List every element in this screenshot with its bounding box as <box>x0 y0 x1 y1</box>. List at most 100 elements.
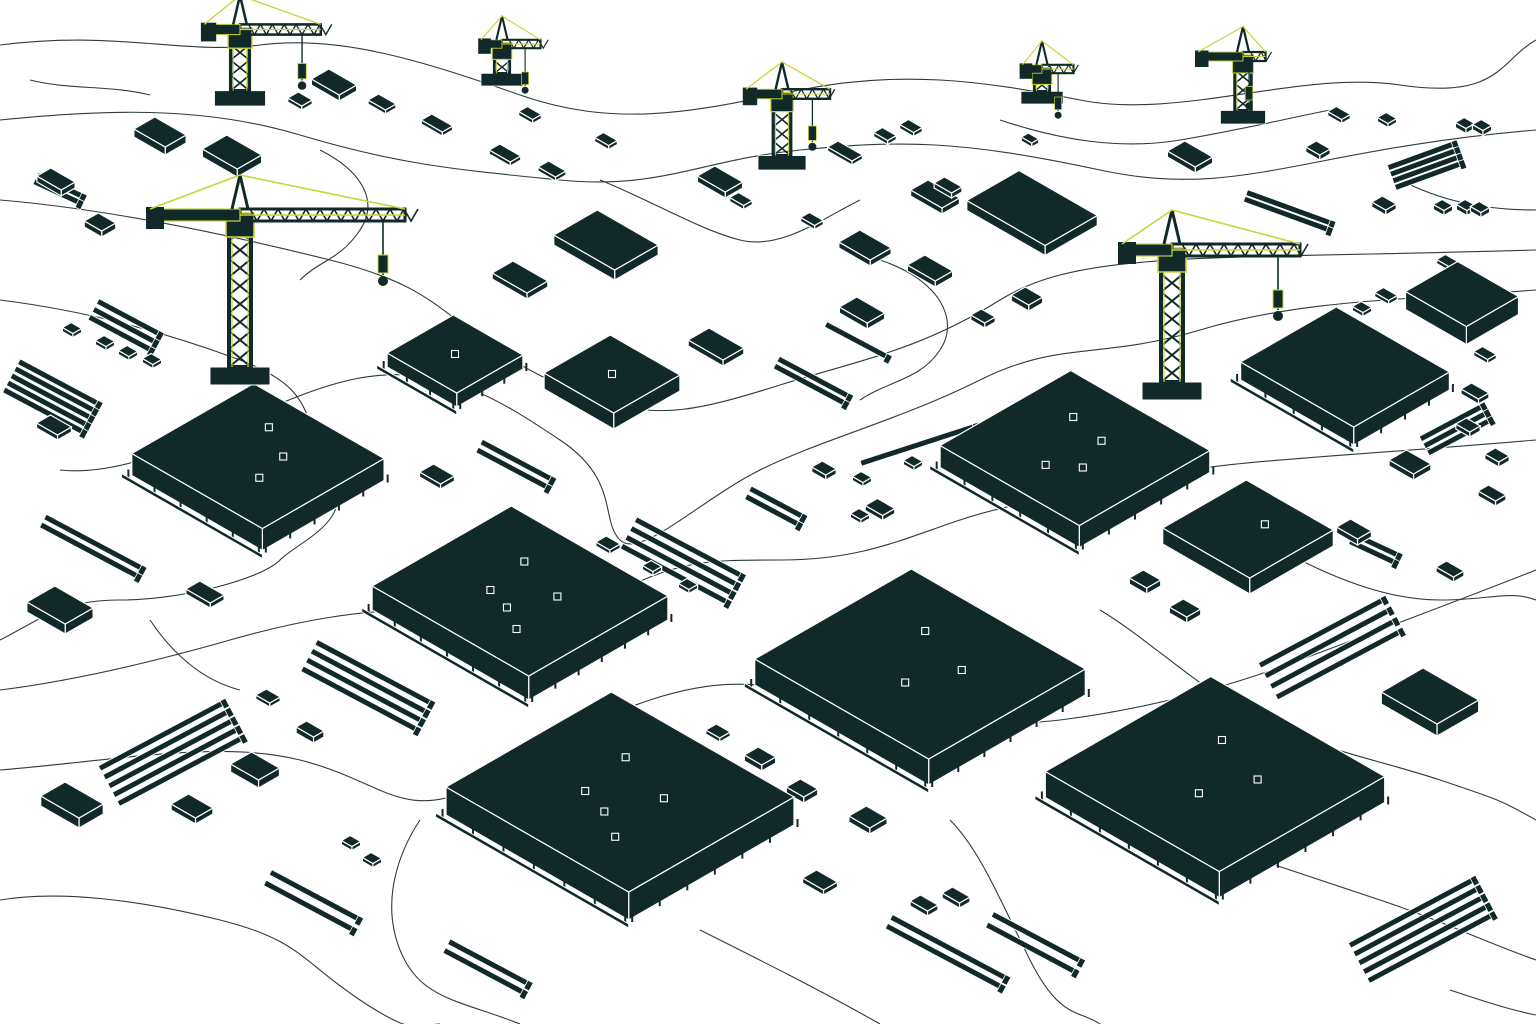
material-block <box>1469 200 1491 219</box>
crane-base <box>214 90 266 107</box>
box-face-top <box>908 894 940 912</box>
crane-base <box>480 73 524 87</box>
beam-end <box>1000 974 1012 986</box>
tower-cranes <box>146 0 1309 401</box>
concrete-foundation-slab <box>1161 479 1335 596</box>
box-face-top <box>169 793 215 819</box>
box-face-top <box>25 585 95 625</box>
crane-lattice <box>1033 65 1051 92</box>
box-face-top <box>902 454 924 468</box>
foundation-anchor-mark <box>1217 735 1227 745</box>
box-face-top <box>1128 569 1162 589</box>
steel-beam-stack <box>619 516 748 611</box>
steel-beam-stack <box>38 513 148 585</box>
box-face-top <box>141 352 163 366</box>
box-face-top <box>130 382 386 530</box>
material-block <box>863 497 897 522</box>
beam-end <box>219 697 231 710</box>
beam-end <box>840 399 851 412</box>
steel-beam-stack <box>97 697 249 808</box>
steel-beam-stack <box>823 320 893 365</box>
box-face-top <box>294 720 326 738</box>
foundation-lip <box>743 682 930 794</box>
box-face-top <box>1335 518 1373 540</box>
crane-tie-line <box>745 61 783 90</box>
box-face-top <box>1387 449 1433 475</box>
material-block <box>310 68 358 103</box>
material-block <box>1304 140 1332 162</box>
box-face-top <box>340 834 362 848</box>
concrete-foundations <box>120 169 1520 929</box>
crane-hook-block <box>521 71 529 85</box>
foundation-lip <box>1034 794 1220 907</box>
material-block <box>872 126 898 146</box>
material-block <box>593 131 619 151</box>
box-face-top <box>254 688 282 704</box>
material-block <box>1326 105 1352 125</box>
material-block <box>490 260 550 301</box>
material-block <box>132 116 188 157</box>
contour-line <box>0 895 440 1024</box>
foundation-anchor-mark <box>255 473 264 482</box>
material-block <box>940 886 972 910</box>
box-face-top <box>1380 667 1480 725</box>
contour-line <box>0 299 339 641</box>
foundation-anchor-mark <box>581 786 590 796</box>
crane-base <box>1020 91 1064 105</box>
foundation-anchor-mark <box>450 349 460 359</box>
box-face-top <box>743 746 777 766</box>
box-face-top <box>826 140 864 162</box>
crane-base <box>757 155 807 171</box>
material-block <box>1476 484 1508 508</box>
material-block <box>969 308 997 330</box>
material-block <box>799 211 825 231</box>
crane-jib-lattice <box>508 39 549 50</box>
box-face-top <box>117 344 139 358</box>
steel-beam-stack <box>1257 594 1408 701</box>
steel-beam-stack <box>262 868 365 938</box>
material-block <box>254 688 282 709</box>
crane-hook-block <box>377 254 389 274</box>
contour-line <box>59 289 1536 545</box>
material-block <box>909 179 961 216</box>
foundation-anchor-mark <box>1078 463 1087 472</box>
beam-end <box>1324 225 1335 238</box>
material-block <box>677 577 699 595</box>
material-block <box>229 751 281 790</box>
crane-hook-block <box>1054 96 1062 110</box>
material-block <box>1335 518 1373 547</box>
material-block <box>902 454 924 472</box>
box-face-top <box>932 176 964 194</box>
foundation-anchor-mark <box>1194 789 1203 798</box>
box-face-top <box>61 321 83 335</box>
beam-end <box>1478 892 1490 905</box>
material-block <box>83 212 117 239</box>
box-face-top <box>1168 598 1202 618</box>
crane-lattice <box>493 47 511 74</box>
box-face-top <box>35 414 73 436</box>
box-face-top <box>385 314 525 394</box>
beam-end <box>727 589 738 602</box>
crane-tie-line <box>250 0 321 26</box>
beam-end <box>74 198 85 211</box>
contour-line <box>299 149 369 281</box>
material-block <box>686 327 746 368</box>
box-face-top <box>1476 484 1508 502</box>
foundation-anchor-mark <box>1260 520 1269 529</box>
contour-line <box>999 109 1331 145</box>
material-block <box>184 580 226 610</box>
material-block <box>1128 569 1162 596</box>
box-face-top <box>420 113 454 133</box>
crane-tie-line <box>781 61 831 90</box>
box-face-top <box>906 254 954 282</box>
box-face-top <box>1370 195 1398 211</box>
crane-hook-block <box>297 63 307 80</box>
material-block <box>728 191 754 211</box>
box-face-top <box>542 334 682 414</box>
crane-hook <box>521 86 529 94</box>
beam-end <box>518 988 530 1001</box>
box-face-top <box>898 118 924 134</box>
crane-tie-line <box>149 174 241 210</box>
material-block <box>1434 560 1466 584</box>
material-block <box>536 160 568 183</box>
